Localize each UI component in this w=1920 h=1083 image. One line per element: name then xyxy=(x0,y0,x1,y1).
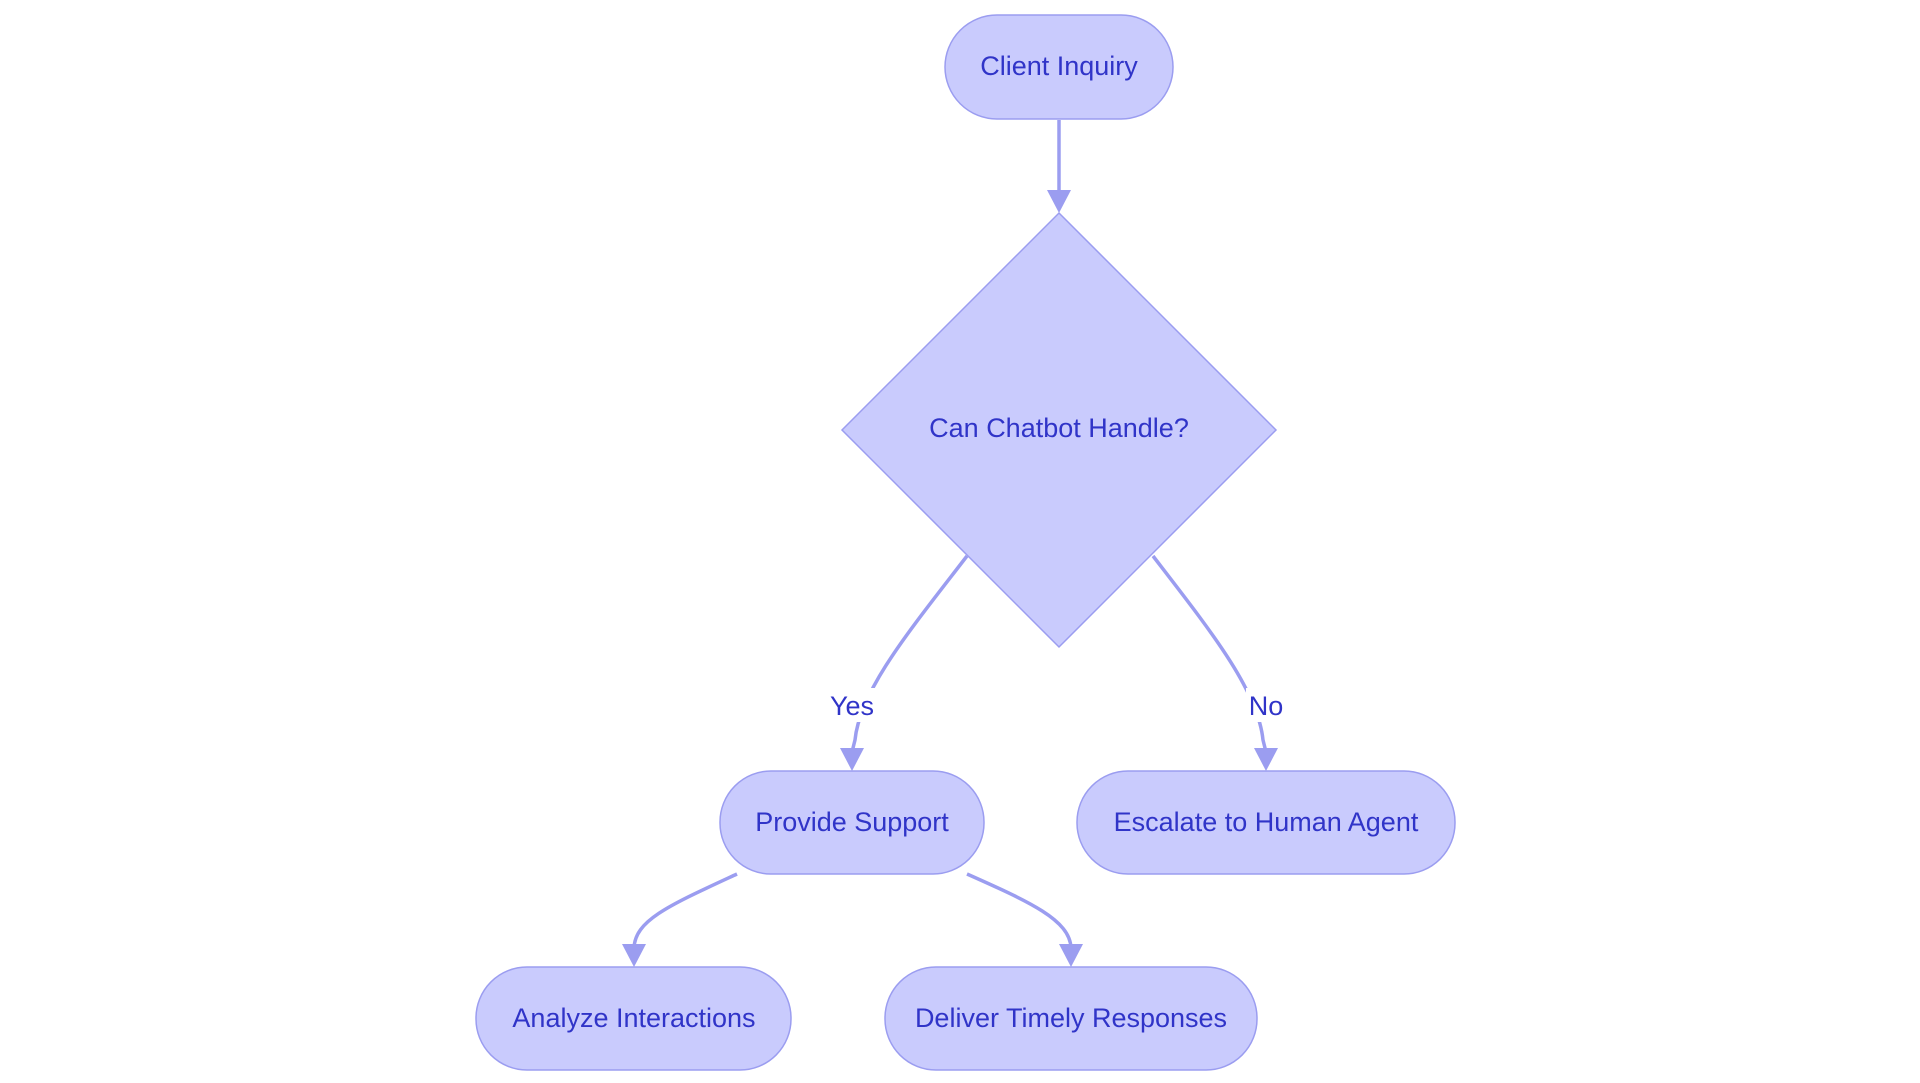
edge-support-to-analyze xyxy=(622,872,738,967)
edge-line xyxy=(1151,554,1268,753)
edge-label-text: Yes xyxy=(830,691,874,721)
node-shape xyxy=(475,966,792,1071)
node-label: Client Inquiry xyxy=(980,51,1138,81)
edge-decision-to-support xyxy=(840,554,969,771)
node-label: Can Chatbot Handle? xyxy=(929,413,1189,443)
edge-label-no: No xyxy=(1246,688,1286,722)
arrow-head-icon xyxy=(1047,190,1071,213)
edge-decision-to-escalate xyxy=(1151,554,1278,771)
node-label: Deliver Timely Responses xyxy=(915,1003,1227,1033)
edge-label-background xyxy=(826,688,878,722)
node-label: Analyze Interactions xyxy=(512,1003,755,1033)
edge-support-to-deliver xyxy=(966,872,1083,967)
edge-line xyxy=(966,872,1073,949)
node-shape xyxy=(944,14,1174,120)
arrow-head-icon xyxy=(622,944,646,967)
node-label: Provide Support xyxy=(755,807,949,837)
arrow-head-icon xyxy=(1059,944,1083,967)
node-can-chatbot-handle[interactable]: Can Chatbot Handle? xyxy=(840,211,1278,649)
edge-inquiry-to-decision xyxy=(1047,120,1071,213)
node-client-inquiry[interactable]: Client Inquiry xyxy=(944,14,1174,120)
node-shape xyxy=(884,966,1258,1071)
edge-label-yes: Yes xyxy=(826,688,878,722)
edge-label-text: No xyxy=(1249,691,1284,721)
arrow-head-icon xyxy=(1254,748,1278,771)
node-label: Escalate to Human Agent xyxy=(1114,807,1419,837)
node-shape xyxy=(719,770,985,875)
node-provide-support[interactable]: Provide Support xyxy=(719,770,985,875)
node-shape xyxy=(1076,770,1456,875)
decision-diamond xyxy=(840,211,1278,649)
node-deliver-timely-responses[interactable]: Deliver Timely Responses xyxy=(884,966,1258,1071)
node-escalate-to-human-agent[interactable]: Escalate to Human Agent xyxy=(1076,770,1456,875)
edge-line xyxy=(632,872,738,949)
edge-label-background xyxy=(1246,688,1286,722)
arrow-head-icon xyxy=(840,748,864,771)
node-analyze-interactions[interactable]: Analyze Interactions xyxy=(475,966,792,1071)
edge-line xyxy=(850,554,969,753)
